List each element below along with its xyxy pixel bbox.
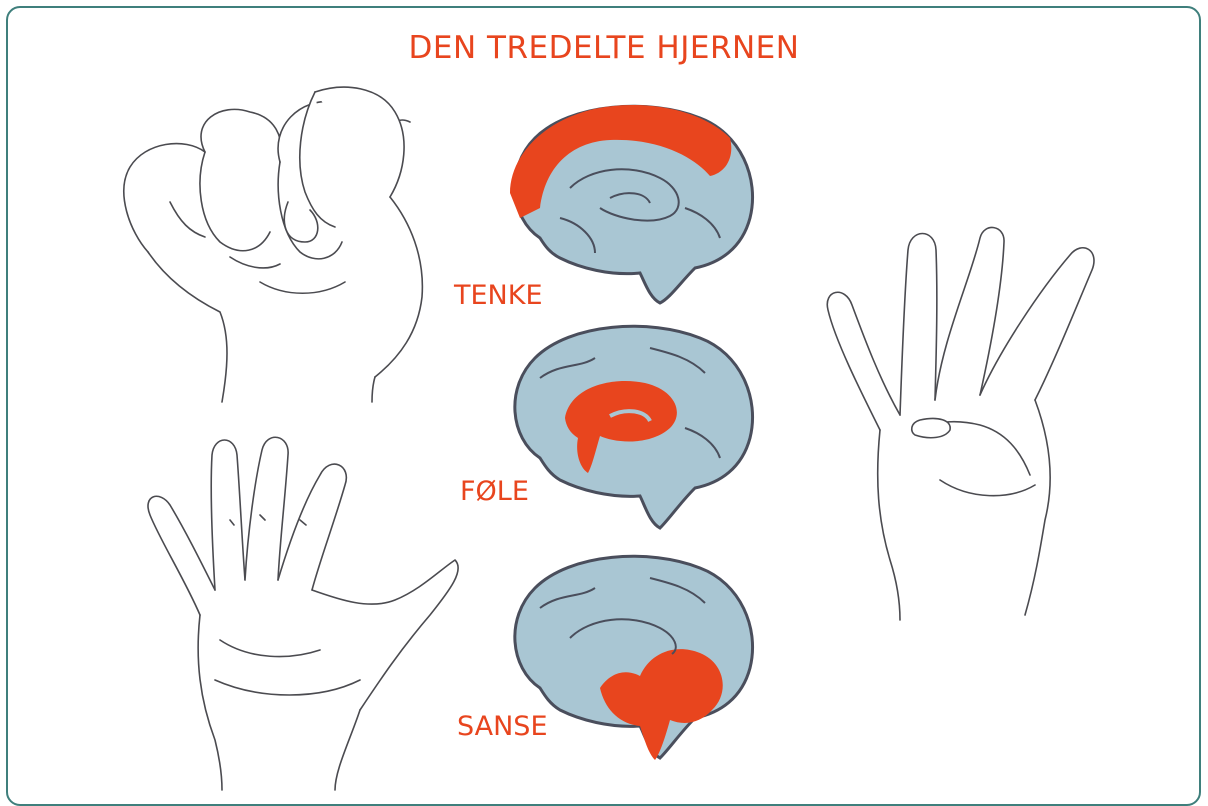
label-sanse: SANSE [457,711,548,742]
label-fole: FØLE [460,476,529,507]
open-hand-icon [130,430,470,790]
fist-hand-icon [110,82,440,402]
brain-icon [500,98,770,308]
diagram-title: DEN TREDELTE HJERNEN [0,30,1208,66]
four-fingers-hand-icon [820,220,1120,620]
label-tenke: TENKE [454,280,543,311]
brain-icon [500,318,770,533]
